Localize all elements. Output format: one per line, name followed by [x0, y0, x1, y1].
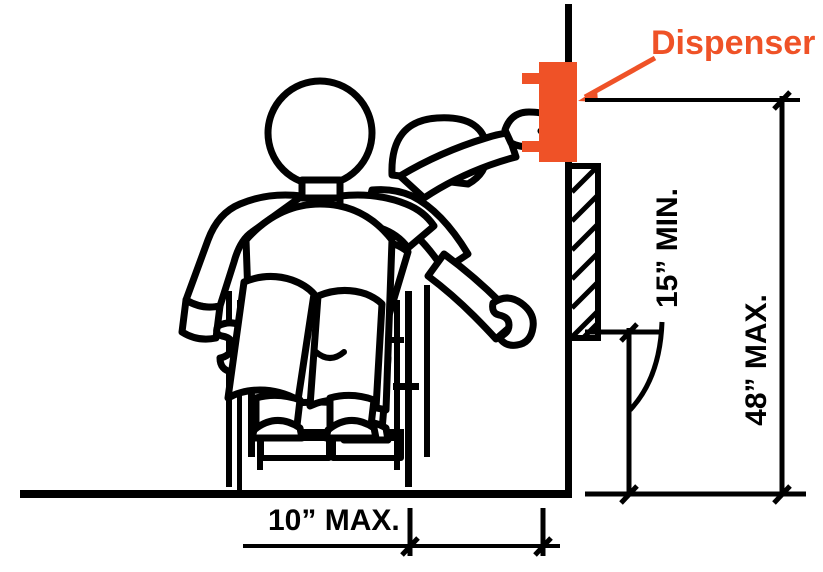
thigh-right-figure1 [306, 287, 386, 412]
foot-right-figure1 [322, 417, 380, 442]
wheel-rim-outer-right [424, 285, 430, 457]
wall-hatch-block [570, 163, 601, 341]
dispenser-callout-label: Dispenser [651, 24, 815, 62]
dispenser-tab-upper [522, 73, 542, 84]
dimension-label-10-max: 10” MAX. [268, 504, 400, 537]
dim-tick-15-bottom [619, 484, 639, 505]
head-figure1 [264, 77, 376, 189]
dimension-label-15-min: 15” MIN. [651, 188, 684, 308]
seated-person-rear [178, 77, 438, 442]
crossbar-lower-right [393, 383, 419, 390]
dim-tick-15-top [619, 322, 639, 343]
wall [565, 4, 601, 498]
hand-lower-figure2 [489, 294, 537, 349]
dim-tick-48-bottom [772, 484, 792, 505]
wall-hatch-lines [570, 165, 599, 340]
floor-line [20, 490, 572, 498]
dimension-label-48-max: 48” MAX. [740, 294, 773, 426]
dim-15-leader-curve [628, 321, 665, 412]
wall-line [565, 4, 572, 498]
thigh-left-figure1 [224, 273, 318, 404]
dispenser-body[interactable] [539, 62, 577, 162]
dim-tick-10-right [533, 536, 553, 557]
dim-tick-48-top [772, 90, 792, 111]
dimension-15-min: 15” MIN. [585, 188, 684, 505]
dimension-10-max: 10” MAX. [243, 504, 560, 557]
dispenser-fixture[interactable] [522, 62, 577, 162]
neck-figure1 [298, 176, 344, 202]
dispenser-callout: Dispenser [578, 24, 815, 102]
forearm-figure1 [178, 296, 224, 343]
dim-tick-10-left [400, 536, 420, 557]
dispenser-tab-lower [522, 141, 542, 152]
knee-gap-arc [313, 349, 347, 361]
foot-left-figure1 [248, 417, 306, 442]
floor [20, 490, 572, 498]
dimension-48-max: 48” MAX. [585, 90, 806, 505]
